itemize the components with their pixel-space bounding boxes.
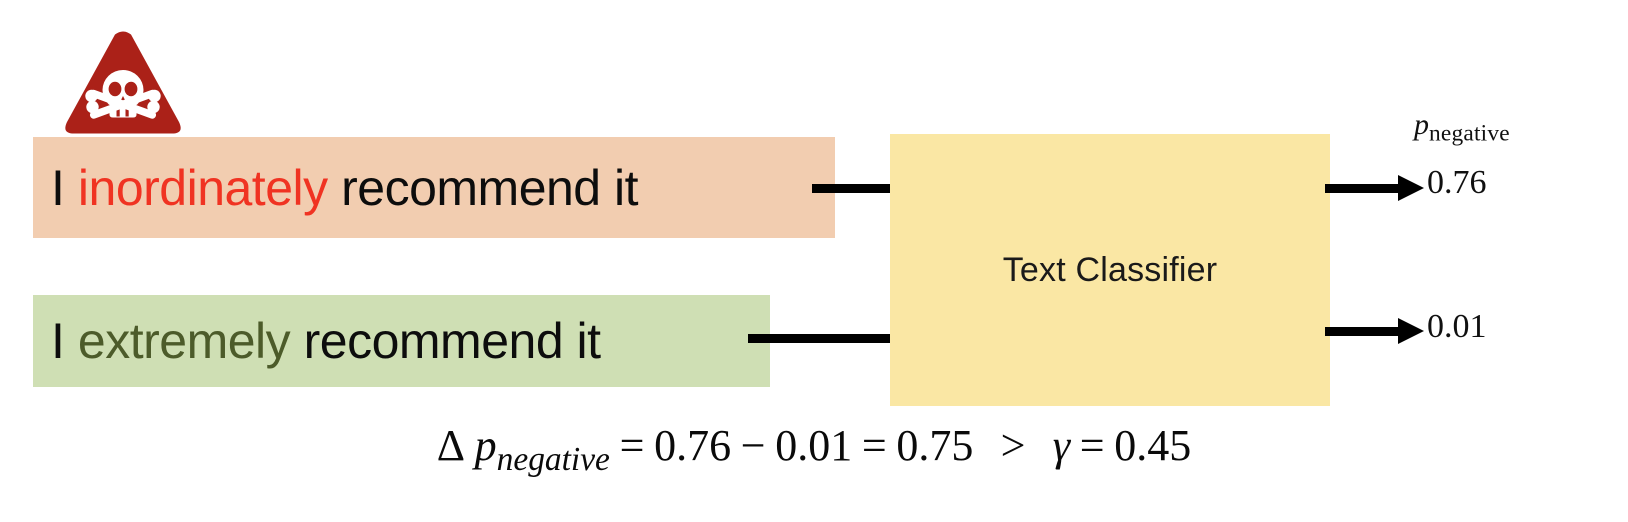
equation-value-a: 0.76 [654,421,732,470]
highlighted-word-extremely: extremely [77,313,291,369]
arrow-shaft [812,184,898,193]
probability-value-perturbed: 0.76 [1427,164,1487,201]
gamma-symbol: γ [1052,421,1071,470]
probability-symbol: p [1414,108,1429,141]
arrow-head [1398,175,1424,201]
text-classifier-box: Text Classifier [890,134,1330,406]
minus-sign: − [740,421,766,470]
equation-difference: 0.75 [896,421,974,470]
arrow-output-perturbed-probability [1325,175,1424,201]
equals-sign-2: = [861,421,887,470]
delta-symbol: Δ [436,421,465,470]
probability-column-header: pnegative [1414,108,1510,148]
threshold-value: 0.45 [1114,421,1192,470]
equals-sign-3: = [1079,421,1105,470]
sentence-prefix: I [51,313,65,369]
arrow-head [1398,318,1424,344]
input-sentence-original: I extremely recommend it [33,295,770,387]
equation-probability-subscript: negative [496,441,610,479]
sentence-suffix: recommend it [341,159,639,216]
equation-value-b: 0.01 [775,421,853,470]
arrow-shaft [748,334,898,343]
arrow-output-original-probability [1325,318,1424,344]
arrow-shaft [1325,184,1398,193]
greater-than-sign: > [1000,421,1026,470]
sentence-prefix: I [51,159,65,216]
arrow-shaft [1325,327,1398,336]
equals-sign-1: = [619,421,645,470]
probability-subscript: negative [1429,120,1510,147]
input-sentence-perturbed: I inordinately recommend it [33,137,835,238]
skull-warning-triangle-icon [62,27,184,140]
highlighted-word-inordinately: inordinately [77,159,328,216]
probability-value-original: 0.01 [1427,308,1487,345]
equation-probability-symbol: p [474,421,497,470]
text-classifier-label: Text Classifier [1002,250,1218,289]
sentence-suffix: recommend it [303,313,601,369]
